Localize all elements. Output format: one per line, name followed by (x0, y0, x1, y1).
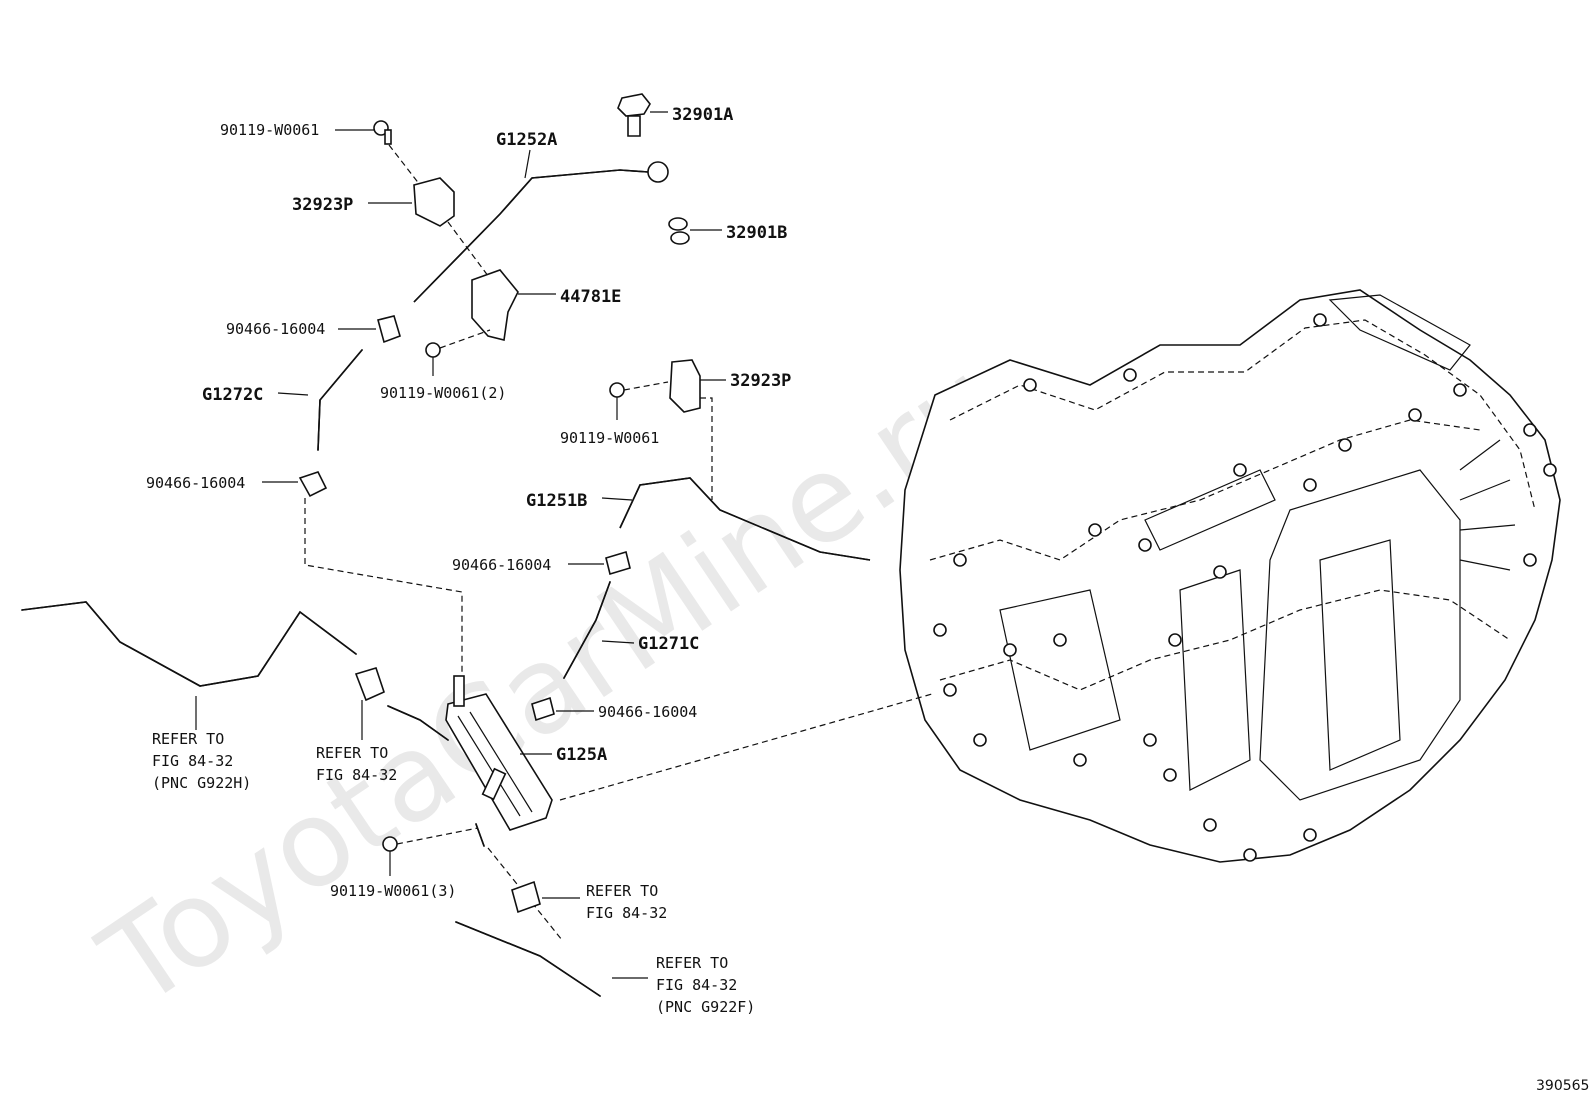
refer-mid-line2: FIG 84-32 (316, 766, 397, 784)
bracket-44781e (439, 269, 556, 349)
hose-g1271c (563, 581, 635, 679)
hose-bottom-g922f (455, 921, 648, 997)
washer-32901b (668, 217, 722, 245)
refer-mid: REFER TO FIG 84-32 (316, 744, 397, 784)
hose-g1272c (277, 349, 363, 451)
watermark: ToyotaCarMine.ru (78, 333, 1026, 1035)
refer-bottom-a-line2: FIG 84-32 (586, 904, 667, 922)
label-g125a: G125A (556, 745, 607, 765)
label-32923p-mid: 32923P (730, 371, 791, 391)
refer-bottom-b: REFER TO FIG 84-32 (PNC G922F) (656, 954, 755, 1016)
label-g1271c: G1271C (638, 634, 699, 654)
label-g1251b: G1251B (526, 491, 587, 511)
oil-cooler-g125a (445, 675, 933, 831)
clip-90466-16004-c (568, 550, 631, 576)
refer-left-line2: FIG 84-32 (152, 752, 233, 770)
hose-left-g922h (21, 601, 357, 730)
diagram-code: 390565 (1536, 1078, 1589, 1094)
label-44781e: 44781E (560, 287, 621, 307)
label-32923p-top: 32923P (292, 195, 353, 215)
refer-bottom-a-line1: REFER TO (586, 882, 658, 900)
label-90119-w0061-top: 90119-W0061 (220, 121, 319, 139)
label-90119-w0061-3: 90119-W0061(3) (330, 882, 456, 900)
clip-refer-bottom (511, 880, 580, 914)
label-90466-16004-a: 90466-16004 (226, 320, 325, 338)
bolt-90119-w0061-3 (382, 827, 479, 876)
refer-left-line1: REFER TO (152, 730, 224, 748)
transmission-assembly (899, 289, 1561, 863)
refer-left: REFER TO FIG 84-32 (PNC G922H) (152, 730, 251, 792)
label-90466-16004-b: 90466-16004 (146, 474, 245, 492)
pipe-cooler-outlet (475, 823, 563, 941)
refer-bottom-b-line1: REFER TO (656, 954, 728, 972)
bolt-90119-w0061-mid (609, 381, 669, 420)
pipe-cooler-inlet (387, 705, 449, 741)
clip-90466-16004-b (262, 471, 463, 682)
clip-90466-16004-a (338, 315, 401, 344)
refer-bottom-a: REFER TO FIG 84-32 (586, 882, 667, 922)
label-g1252a: G1252A (496, 130, 557, 150)
refer-bottom-b-line3: (PNC G922F) (656, 998, 755, 1016)
clamp-32923p-top (368, 177, 501, 293)
bolt-90119-w0061-2 (425, 342, 441, 376)
label-32901b: 32901B (726, 223, 787, 243)
label-90466-16004-c: 90466-16004 (452, 556, 551, 574)
pipe-g1252a (413, 149, 669, 303)
refer-bottom-b-line2: FIG 84-32 (656, 976, 737, 994)
refer-mid-line1: REFER TO (316, 744, 388, 762)
bolt-32901a (617, 93, 668, 137)
label-32901a: 32901A (672, 105, 733, 125)
clamp-32923p-mid (669, 359, 726, 500)
label-g1272c: G1272C (202, 385, 263, 405)
bolt-90119-w0061-top (335, 120, 421, 186)
clip-90466-16004-d (531, 696, 594, 722)
refer-left-line3: (PNC G922H) (152, 774, 251, 792)
label-90466-16004-d: 90466-16004 (598, 703, 697, 721)
pipe-g1251b (601, 477, 871, 561)
label-90119-w0061-2: 90119-W0061(2) (380, 384, 506, 402)
label-90119-w0061-mid: 90119-W0061 (560, 429, 659, 447)
clip-refer-mid (354, 667, 385, 740)
